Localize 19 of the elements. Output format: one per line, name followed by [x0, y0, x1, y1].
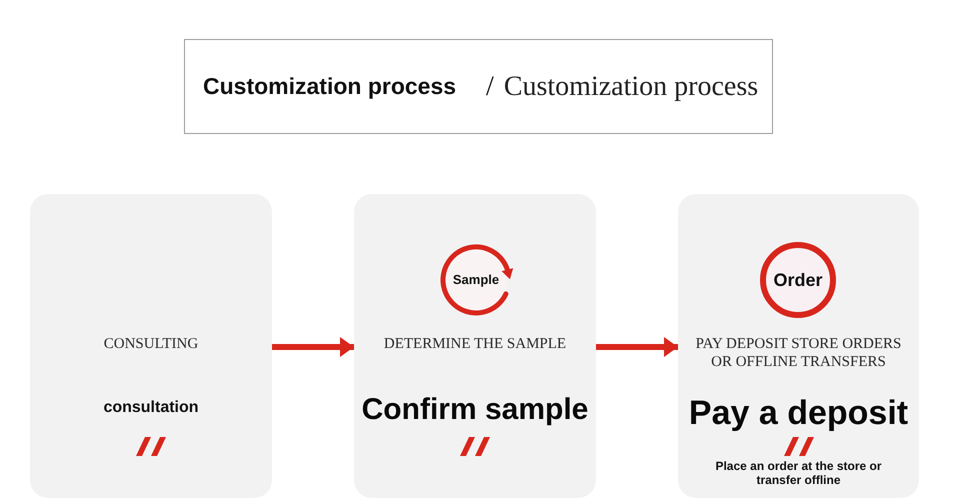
- step-caption: CONSULTING: [104, 335, 198, 353]
- arrow: [596, 337, 678, 357]
- step-card: [678, 194, 919, 498]
- step-title: consultation: [103, 398, 199, 418]
- step-title: Pay a deposit: [688, 393, 908, 433]
- step-caption: DETERMINE THE SAMPLE: [384, 335, 566, 353]
- step-title: Confirm sample: [362, 392, 588, 428]
- heading-translation: Customization process: [504, 70, 758, 104]
- step-card: [30, 194, 272, 498]
- slash-separator: /: [486, 70, 494, 104]
- step-card: [354, 194, 596, 498]
- step-caption: PAY DEPOSIT STORE ORDERS OR OFFLINE TRANSFERS: [694, 335, 902, 371]
- step-note: Place an order at the store or transfer offline: [714, 459, 883, 487]
- ring-label: Order: [773, 268, 823, 292]
- ring-label: Sample: [452, 271, 500, 290]
- ring: [758, 240, 838, 320]
- heading-frame: [184, 39, 773, 134]
- heading-text: Customization process: [203, 72, 456, 102]
- arrow: [272, 337, 354, 357]
